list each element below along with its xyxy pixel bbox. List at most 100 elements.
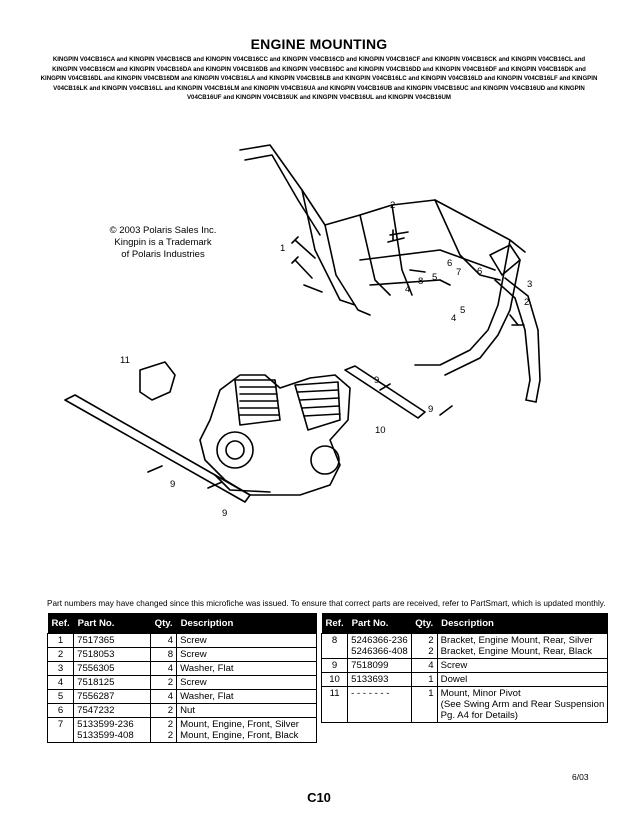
part-number-cell: 7518053 xyxy=(73,647,152,662)
header-qty: Qty. xyxy=(411,613,438,634)
part-number-cell: 7556305 xyxy=(73,661,152,676)
header-qty: Qty. xyxy=(150,613,177,634)
qty-cell-line: 1 xyxy=(428,688,434,699)
qty-cell-line: 2 xyxy=(167,705,174,716)
part-number-cell-line: 7518053 xyxy=(77,649,115,660)
part-number-cell: 7556287 xyxy=(73,689,152,704)
description-cell-line: Nut xyxy=(180,705,196,716)
qty-cell-line: 1 xyxy=(428,674,434,685)
header-ref: Ref. xyxy=(47,613,74,634)
copyright-line: of Polaris Industries xyxy=(121,249,205,260)
ref-cell: 1 xyxy=(46,633,75,648)
ref-cell: 6 xyxy=(46,703,75,718)
ref-cell: 2 xyxy=(46,647,75,662)
callout-6: 6 xyxy=(447,258,453,269)
part-number-cell-line: 5133599-408 xyxy=(77,730,134,741)
callout-11: 11 xyxy=(120,355,130,366)
qty-cell-line: 4 xyxy=(167,663,174,674)
part-number-cell-line: 7556287 xyxy=(77,691,115,702)
description-cell-line: Mount, Engine, Front, Silver xyxy=(180,719,299,730)
part-number-cell-line: 5133599-236 xyxy=(77,719,134,730)
ref-cell: 9 xyxy=(320,658,349,673)
callout-4: 4 xyxy=(405,284,411,295)
part-number-cell-line: 7517365 xyxy=(77,635,115,646)
callout-10: 10 xyxy=(375,425,386,436)
callout-7: 7 xyxy=(456,267,462,278)
part-number-cell: 7547232 xyxy=(73,703,152,718)
description-cell: Screw xyxy=(176,633,317,648)
description-cell-line: Screw xyxy=(440,660,468,671)
header-description: Description xyxy=(176,613,317,634)
revision-date: 6/03 xyxy=(572,772,589,782)
qty-cell: 2 xyxy=(150,703,178,718)
engine-mounting-diagram xyxy=(64,144,541,503)
part-number-cell: 5133693 xyxy=(347,672,412,687)
page-number: C10 xyxy=(307,790,331,805)
copyright-line: © 2003 Polaris Sales Inc. xyxy=(109,225,217,236)
header-description: Description xyxy=(437,613,608,634)
part-number-cell: 7518125 xyxy=(73,675,152,690)
qty-cell: 4 xyxy=(150,661,178,676)
header-part-no: Part No. xyxy=(73,613,151,634)
description-cell-line: Mount, Engine, Front, Black xyxy=(180,730,299,741)
description-cell-line: Dowel xyxy=(440,674,468,685)
ref-cell: 10 xyxy=(320,672,349,687)
description-cell: Nut xyxy=(176,703,317,718)
description-cell: Washer, Flat xyxy=(176,689,317,704)
header-part-no: Part No. xyxy=(347,613,412,634)
callout-2: 2 xyxy=(524,297,530,308)
ref-cell: 4 xyxy=(46,675,75,690)
qty-cell-line: 2 xyxy=(167,730,174,741)
callout-4: 4 xyxy=(451,313,457,324)
part-number-note: Part numbers may have changed since this… xyxy=(47,599,606,608)
qty-cell-line: 2 xyxy=(428,635,434,646)
frame-drawing xyxy=(239,144,541,403)
rear-dowel-drawing xyxy=(344,365,426,419)
qty-cell-line: 4 xyxy=(428,660,434,671)
model-list: KINGPIN V04CB16CA and KINGPIN V04CB16CB … xyxy=(40,56,598,101)
ref-cell: 8 xyxy=(320,633,349,659)
qty-cell-line: 2 xyxy=(167,677,174,688)
callout-8: 8 xyxy=(418,276,424,287)
part-number-cell-line: 7556305 xyxy=(77,663,115,674)
description-cell-line: Screw xyxy=(180,677,207,688)
part-number-cell-line: - - - - - - - xyxy=(351,688,390,699)
description-cell: Screw xyxy=(176,647,317,662)
callout-9: 9 xyxy=(374,375,380,386)
qty-cell: 1 xyxy=(410,672,438,687)
qty-cell-line: 4 xyxy=(167,635,174,646)
engine-drawing xyxy=(199,374,351,496)
callout-9: 9 xyxy=(170,479,176,490)
qty-cell-line: 2 xyxy=(428,646,434,657)
copyright-line: Kingpin is a Trademark xyxy=(114,237,212,248)
description-cell-line: (See Swing Arm and Rear Suspension xyxy=(440,699,605,710)
description-cell-line: Washer, Flat xyxy=(180,691,234,702)
qty-cell-line: 2 xyxy=(167,719,174,730)
qty-cell: 4 xyxy=(410,658,438,673)
description-cell-line: Bracket, Engine Mount, Rear, Black xyxy=(440,646,593,657)
part-number-cell: - - - - - - - xyxy=(347,686,412,723)
callout-5: 5 xyxy=(460,305,466,316)
part-number-cell-line: 7518099 xyxy=(351,660,389,671)
page-title: ENGINE MOUNTING xyxy=(250,36,388,52)
header-ref: Ref. xyxy=(321,613,348,634)
description-cell-line: Pg. A4 for Details) xyxy=(440,710,518,721)
minor-pivot-mount-drawing xyxy=(139,361,176,401)
qty-cell: 2 xyxy=(150,675,178,690)
description-cell-line: Washer, Flat xyxy=(180,663,234,674)
qty-cell: 4 xyxy=(150,689,178,704)
